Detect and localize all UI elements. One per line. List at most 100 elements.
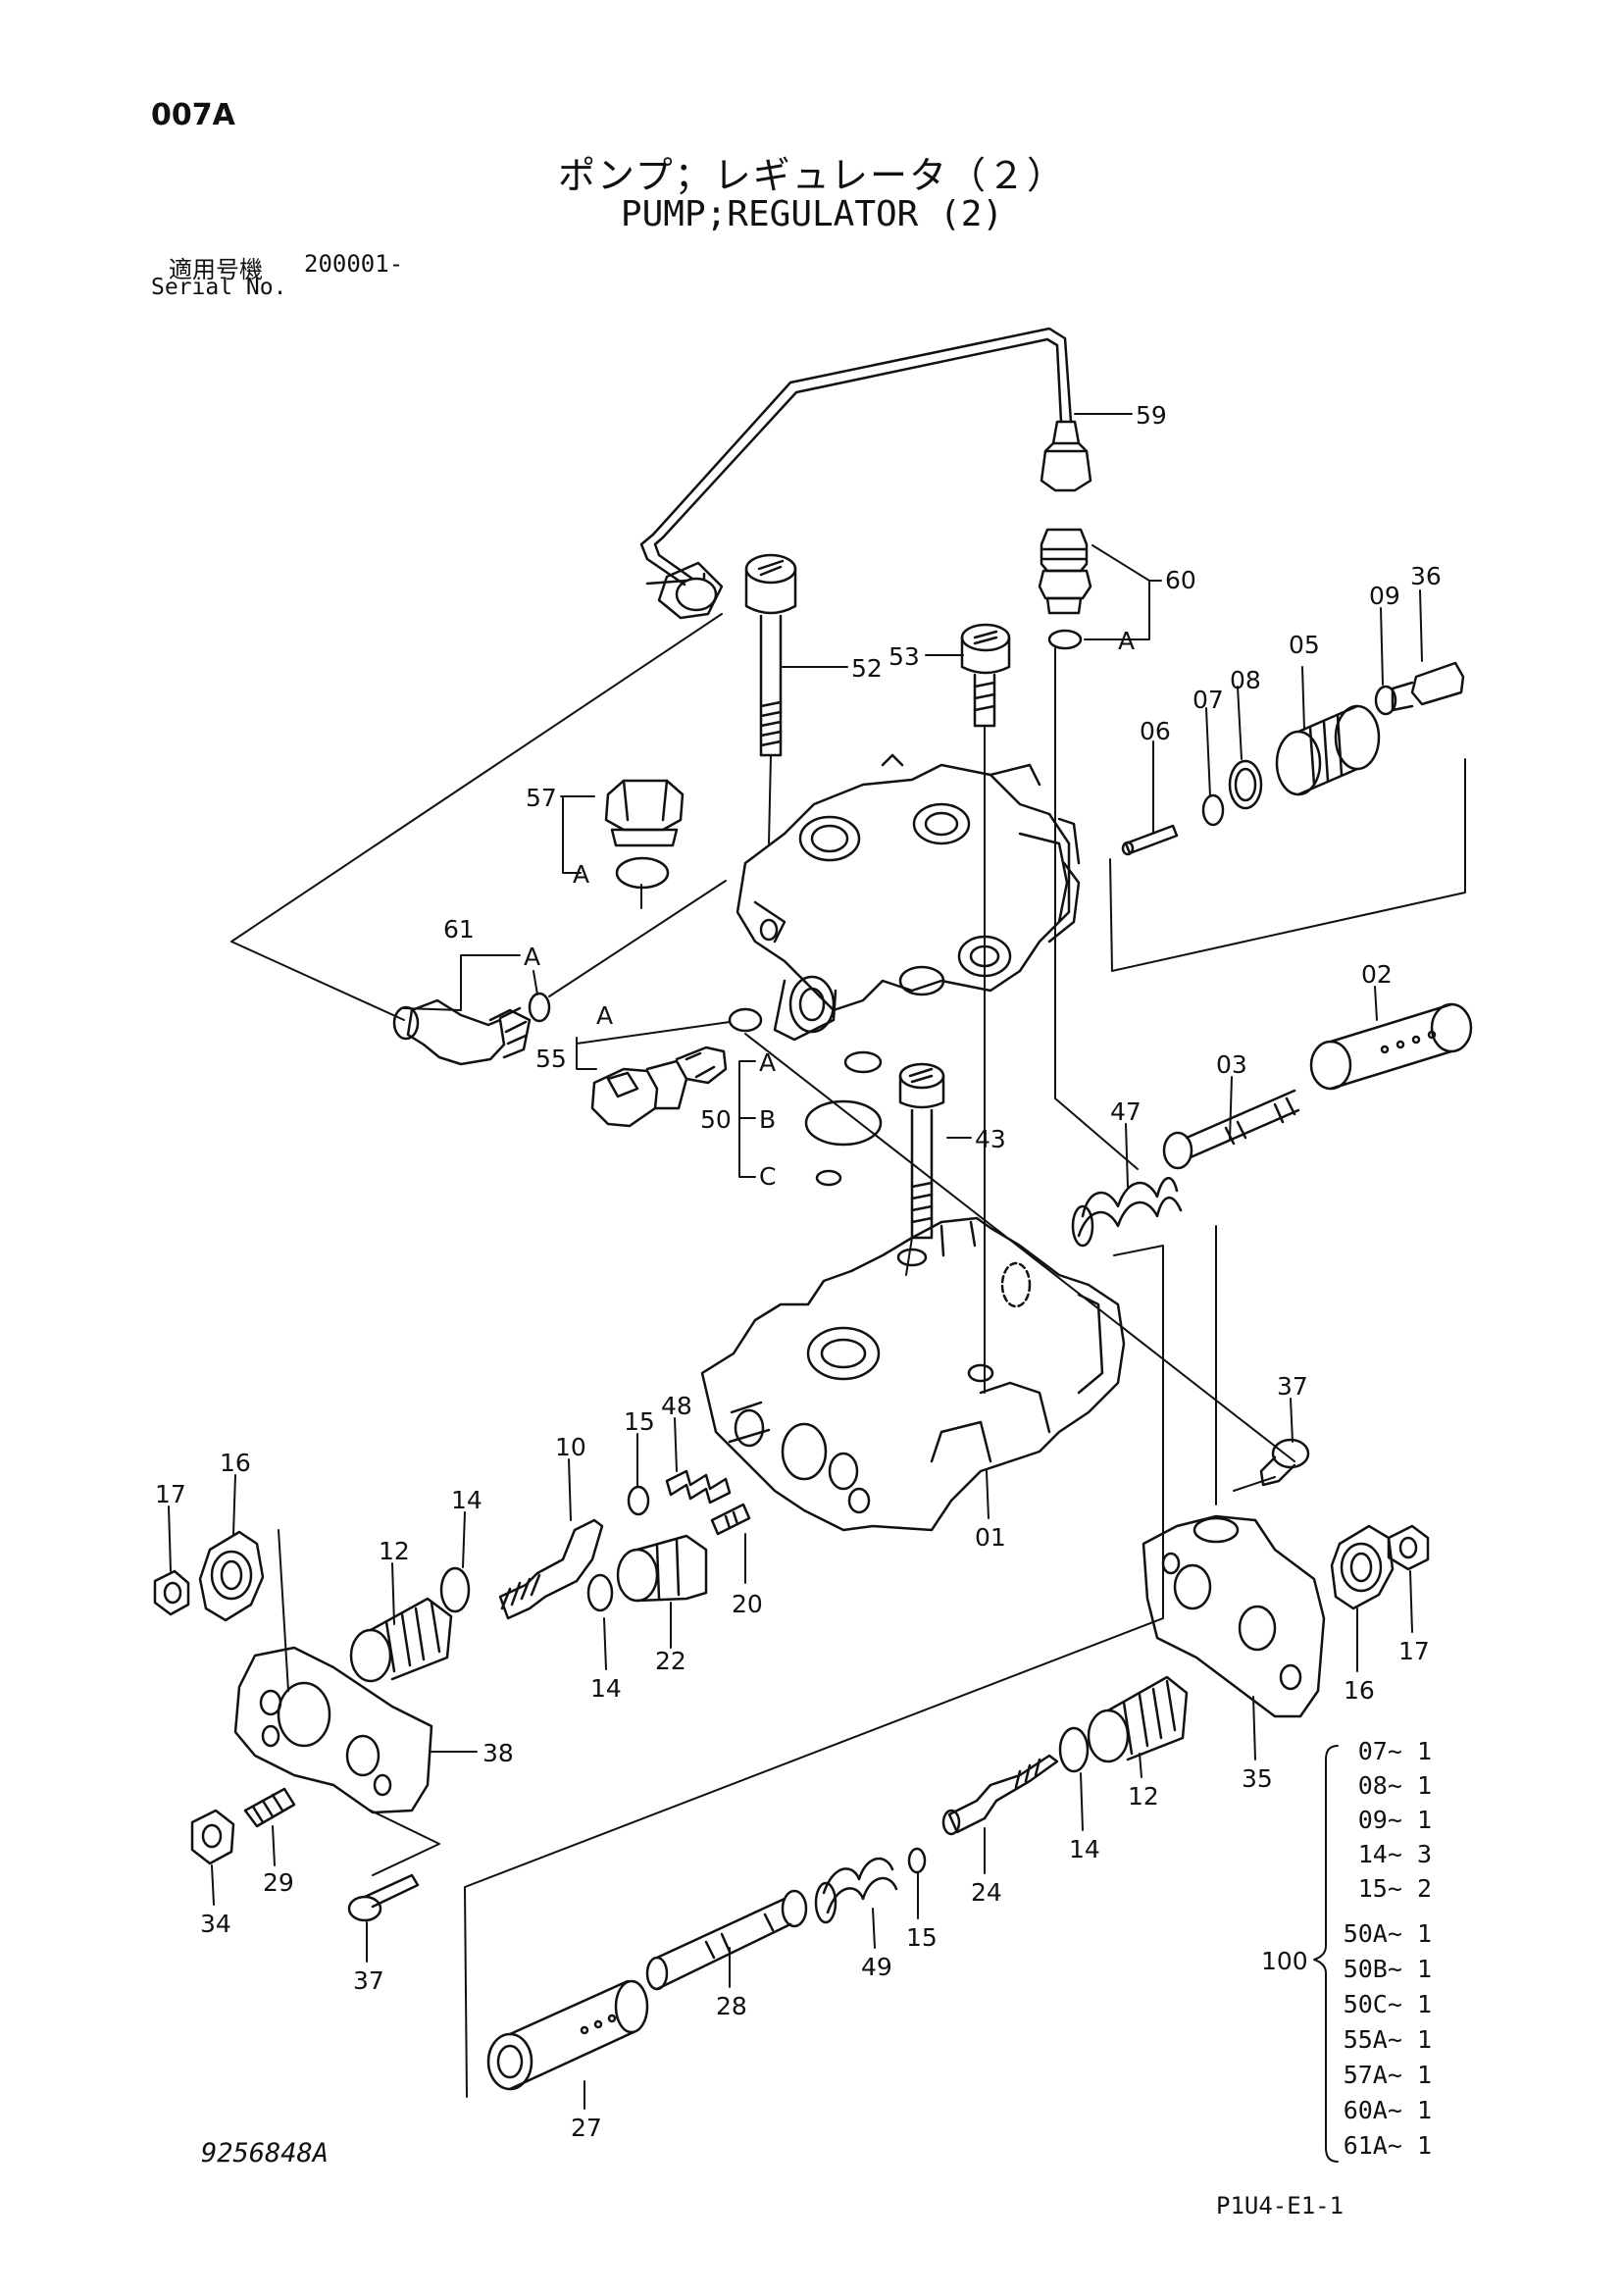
plug-36[interactable] (1391, 661, 1465, 712)
callout-34: 34 (200, 1910, 231, 1938)
callout-35: 35 (1242, 1764, 1273, 1793)
spring-48[interactable] (665, 1469, 732, 1505)
callout-02: 02 (1361, 960, 1393, 989)
serial-value: 200001- (304, 250, 404, 278)
regulator-main-body[interactable] (700, 1216, 1126, 1532)
kit-item: 15~ 2 (1358, 1874, 1432, 1903)
kit-item: 61A~ 1 (1344, 2131, 1432, 2160)
plug-57[interactable] (604, 779, 685, 847)
o-ring-15a[interactable] (627, 1485, 650, 1516)
callout-17-right: 17 (1398, 1637, 1430, 1665)
callout-43: 43 (975, 1125, 1006, 1153)
callout-36: 36 (1410, 562, 1442, 590)
callout-12-left: 12 (379, 1537, 410, 1565)
o-ring-14a[interactable] (439, 1566, 471, 1613)
o-ring-14b[interactable] (586, 1573, 614, 1612)
sensor-55[interactable] (590, 1046, 728, 1128)
callout-24: 24 (971, 1878, 1002, 1907)
callout-a-60: A (1118, 627, 1135, 655)
callout-52: 52 (851, 654, 883, 683)
callout-17-left: 17 (155, 1480, 186, 1508)
callout-b-50: B (759, 1105, 776, 1134)
locknut-16-right[interactable] (1330, 1524, 1395, 1610)
kit-item: 08~ 1 (1358, 1771, 1432, 1800)
callout-a-55: A (596, 1001, 613, 1030)
callout-48: 48 (661, 1392, 692, 1420)
callout-10: 10 (555, 1433, 586, 1461)
nut-34[interactable] (190, 1809, 235, 1865)
cover-plate-35[interactable] (1142, 1514, 1326, 1718)
o-ring-57a[interactable] (615, 856, 670, 890)
assembly-outline-upper (1109, 758, 1466, 972)
callout-c-50: C (759, 1162, 776, 1191)
bolt-52[interactable] (744, 553, 797, 757)
kit-item: 50B~ 1 (1344, 1955, 1432, 1983)
kit-item: 55A~ 1 (1344, 2025, 1432, 2054)
serial-label-english: Serial No. (151, 275, 287, 300)
o-ring-50b[interactable] (804, 1099, 883, 1147)
disc-07[interactable] (1201, 793, 1225, 827)
ring-08-inner (1234, 767, 1257, 802)
callout-50: 50 (700, 1105, 732, 1134)
elbow-fitting-61[interactable] (392, 998, 532, 1066)
spool-24[interactable] (941, 1754, 1059, 1836)
spring-49[interactable] (814, 1857, 898, 1924)
spring-47[interactable] (1071, 1177, 1183, 1248)
spool-28[interactable] (645, 1889, 808, 1991)
pipe-59[interactable] (500, 324, 1092, 620)
callout-08: 08 (1230, 666, 1261, 694)
page-reference: P1U4-E1-1 (1216, 2192, 1345, 2219)
pin-06[interactable] (1121, 824, 1179, 856)
o-ring-60a[interactable] (1047, 629, 1083, 650)
nut-17-left[interactable] (153, 1569, 190, 1616)
spool-10[interactable] (498, 1518, 604, 1620)
o-ring-15b[interactable] (907, 1847, 927, 1874)
callout-57: 57 (526, 784, 557, 812)
ring-08[interactable] (1228, 759, 1263, 810)
callout-60: 60 (1165, 566, 1196, 594)
set-screw-29[interactable] (243, 1787, 296, 1828)
sleeve-02[interactable] (1309, 1002, 1473, 1091)
title-japanese: ポンプ；レギュレータ（２） (557, 154, 1067, 197)
kit-item: 50C~ 1 (1344, 1990, 1432, 2018)
sleeve-27[interactable] (486, 1979, 649, 2091)
callout-a-61: A (524, 943, 540, 971)
plug-12-left[interactable] (349, 1597, 453, 1683)
bolt-37-right[interactable] (1259, 1438, 1310, 1487)
kit-item: 60A~ 1 (1344, 2096, 1432, 2124)
assembly-outline-lower (464, 1245, 1164, 2098)
locknut-16-left[interactable] (198, 1530, 265, 1622)
serial-label-japanese: 適用号機 (169, 256, 263, 283)
regulator-upper-body[interactable] (736, 753, 1081, 1042)
o-ring-09[interactable] (1374, 685, 1397, 716)
o-ring-50a[interactable] (843, 1050, 883, 1074)
pin-20[interactable] (710, 1503, 751, 1536)
bolt-53[interactable] (960, 623, 1011, 728)
o-ring-14c[interactable] (1058, 1726, 1090, 1773)
callout-03: 03 (1216, 1050, 1247, 1079)
assembly-outline-left (278, 1529, 440, 1876)
o-ring-61a[interactable] (528, 992, 551, 1023)
callout-12-right: 12 (1128, 1782, 1159, 1811)
callout-15-b: 15 (906, 1923, 938, 1952)
bolt-37-left[interactable] (347, 1873, 420, 1922)
o-ring-50c[interactable] (815, 1169, 842, 1187)
kit-brace (1313, 1745, 1339, 2163)
o-ring-55a[interactable] (728, 1007, 763, 1033)
adapter-60[interactable] (1038, 528, 1092, 615)
title-english: PUMP;REGULATOR (2) (620, 194, 1004, 234)
callout-27: 27 (571, 2114, 602, 2142)
nut-17-right[interactable] (1387, 1524, 1430, 1571)
callout-53: 53 (888, 642, 920, 671)
bolt-43[interactable] (898, 1062, 945, 1240)
callout-59: 59 (1136, 401, 1167, 430)
callout-28: 28 (716, 1992, 747, 2020)
plug-22[interactable] (616, 1534, 708, 1603)
cover-plate-38[interactable] (233, 1646, 433, 1814)
callout-38: 38 (482, 1739, 514, 1767)
callout-01: 01 (975, 1523, 1006, 1552)
callout-47: 47 (1110, 1097, 1142, 1126)
plug-12-right[interactable] (1087, 1675, 1189, 1763)
sleeve-05[interactable] (1275, 704, 1381, 796)
